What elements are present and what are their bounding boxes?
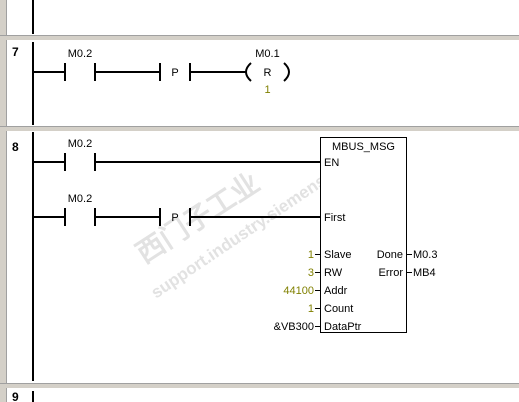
network-number[interactable]: 8 <box>12 140 19 154</box>
pin-label-done: Done <box>377 249 403 261</box>
pin-label-en: EN <box>324 157 339 169</box>
input-value-slave[interactable]: 1 <box>308 249 314 261</box>
box-frame[interactable] <box>320 137 407 333</box>
input-value-dataptr[interactable]: &VB300 <box>274 321 314 333</box>
pin-label-dataptr: DataPtr <box>324 321 362 333</box>
contact-symbol: P <box>171 67 178 79</box>
contact-operand[interactable]: M0.2 <box>68 138 92 150</box>
coil-operand[interactable]: M0.1 <box>255 48 279 60</box>
output-value-done[interactable]: M0.3 <box>413 249 437 261</box>
pin-label-rw: RW <box>324 267 343 279</box>
contact-operand[interactable]: M0.2 <box>68 48 92 60</box>
normally-open-contact[interactable]: M0.2 <box>64 138 96 171</box>
pin-label-first: First <box>324 212 345 224</box>
output-value-error[interactable]: MB4 <box>413 267 436 279</box>
coil-symbol: R <box>264 67 272 79</box>
contact-operand[interactable]: M0.2 <box>68 193 92 205</box>
network-separator <box>0 383 519 388</box>
network-separator <box>0 126 519 131</box>
network-separator <box>0 35 519 40</box>
coil-count[interactable]: 1 <box>264 84 270 96</box>
network-9[interactable]: 9 <box>12 390 34 402</box>
left-gutter <box>0 0 6 402</box>
mbus-msg-box[interactable]: MBUS_MSG EN First Slave 1 RW 3 Addr 4410… <box>274 137 438 334</box>
pin-label-addr: Addr <box>324 285 348 297</box>
normally-open-contact[interactable]: M0.2 <box>64 48 96 81</box>
pin-label-slave: Slave <box>324 249 352 261</box>
input-value-count[interactable]: 1 <box>308 303 314 315</box>
network-number[interactable]: 9 <box>12 390 19 402</box>
positive-transition-contact[interactable]: P <box>159 63 191 81</box>
pin-label-error: Error <box>379 267 404 279</box>
input-value-rw[interactable]: 3 <box>308 267 314 279</box>
pin-label-count: Count <box>324 303 353 315</box>
coil-paren-right <box>283 62 290 82</box>
reset-coil[interactable]: R M0.1 1 <box>245 48 290 96</box>
input-value-addr[interactable]: 44100 <box>283 285 314 297</box>
separator-band <box>0 126 519 131</box>
coil-paren-left <box>245 62 252 82</box>
box-title: MBUS_MSG <box>332 141 395 153</box>
contact-symbol: P <box>171 212 178 224</box>
network-7[interactable]: 7 M0.2 P R M0.1 1 <box>12 42 290 125</box>
separator-band <box>0 35 519 40</box>
network-number[interactable]: 7 <box>12 45 19 59</box>
normally-open-contact[interactable]: M0.2 <box>64 193 96 226</box>
network-8[interactable]: 8 M0.2 M0.2 P MBUS_MSG EN <box>12 132 437 381</box>
separator-band <box>0 383 519 388</box>
